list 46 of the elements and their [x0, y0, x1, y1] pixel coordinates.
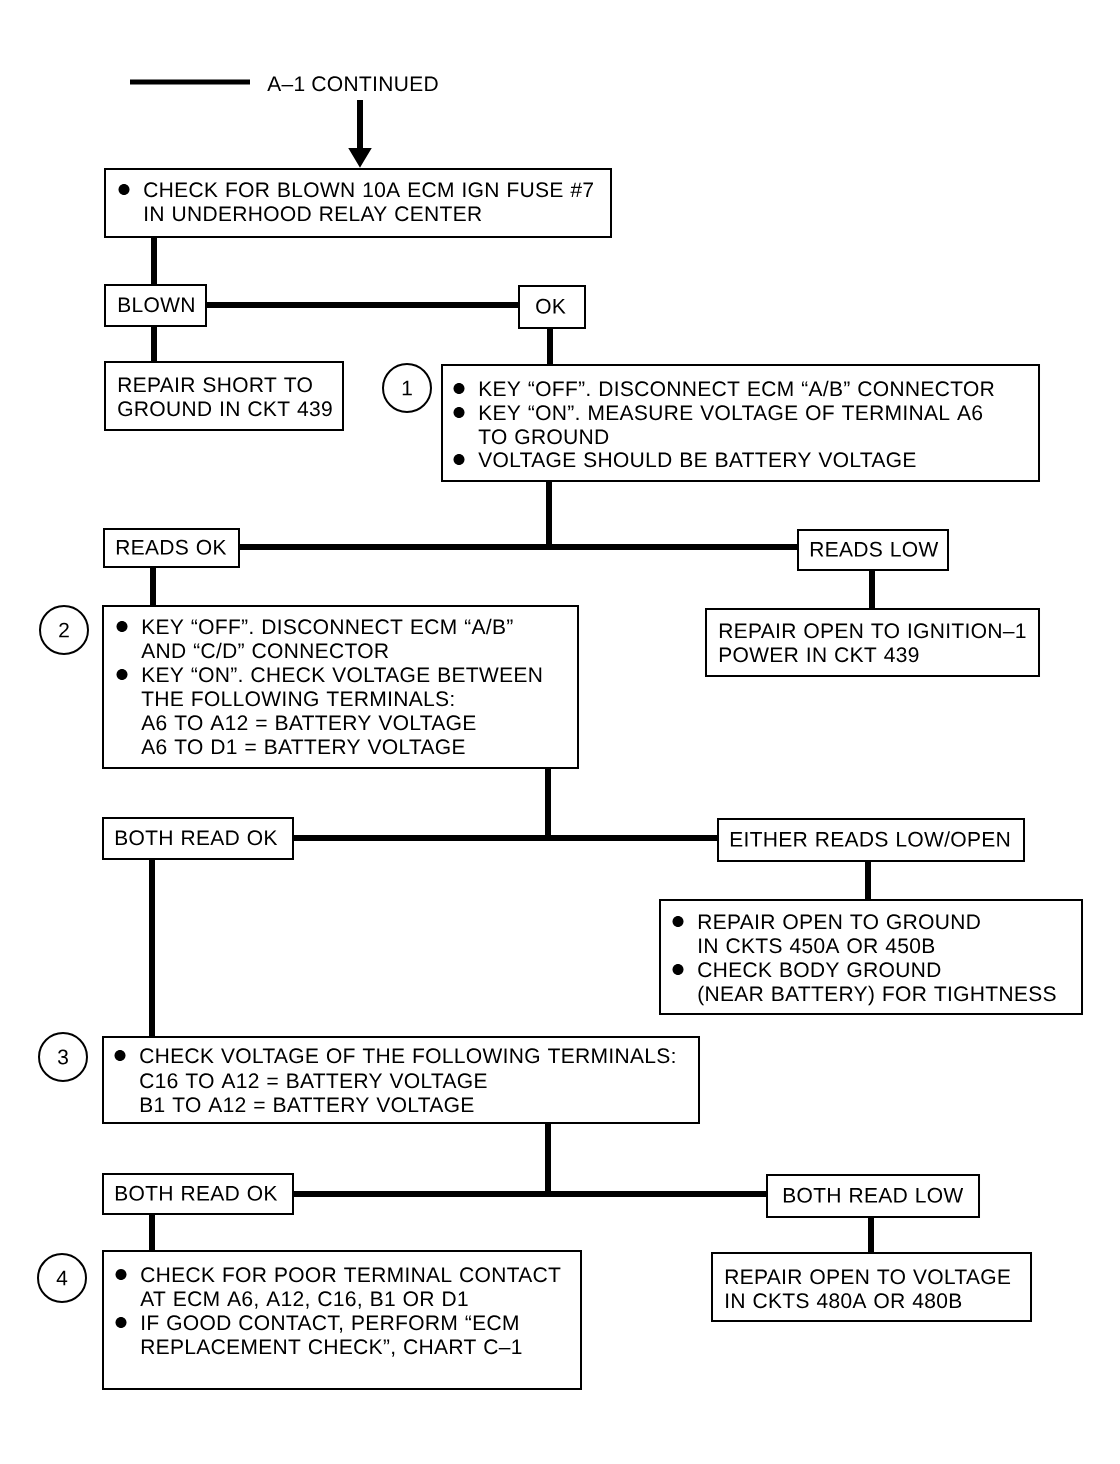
- connector-line: [865, 862, 871, 899]
- connector-line: [294, 766, 717, 841]
- outcome-box: READS OK: [103, 528, 240, 568]
- connector-line: [547, 329, 553, 364]
- connector-line: [149, 1215, 155, 1250]
- outcome-box: BLOWN: [104, 284, 207, 327]
- instruction-text: KEY “OFF”. DISCONNECT ECM “A/B” CONNECTOR: [479, 380, 994, 397]
- connector-line: [149, 860, 155, 1036]
- connector-line: [240, 479, 797, 550]
- instruction-text: CHECK BODY GROUND (NEAR BATTERY) FOR TIGHTNESS: [698, 962, 1056, 1006]
- connector-line: [294, 1121, 766, 1197]
- instruction-text: KEY “ON”. MEASURE VOLTAGE OF TERMINAL A6 TO GROUND: [478, 405, 983, 445]
- connector-line: [868, 1218, 874, 1252]
- instruction-text: REPAIR OPEN TO GROUND IN CKTS 450A OR 450B: [698, 914, 980, 954]
- outcome-box: BOTH READ OK: [102, 817, 294, 860]
- instruction-text: CHECK FOR POOR TERMINAL CONTACT AT ECM A6, A12, C16, B1 OR D1: [140, 1267, 561, 1309]
- connector-line: [150, 568, 156, 605]
- connector-line: [207, 302, 518, 308]
- outcome-box: OK: [518, 285, 586, 329]
- connector-line: [869, 571, 875, 608]
- connector-line: [151, 238, 157, 284]
- instruction-box: [441, 364, 1040, 482]
- instruction-text: KEY “OFF”. DISCONNECT ECM “A/B” AND “C/D” CONNECTOR: [141, 618, 513, 659]
- instruction-text: KEY “ON”. CHECK VOLTAGE BETWEEN THE FOLLOWING TERMINALS:: [141, 667, 542, 707]
- action-box: REPAIR OPEN TO VOLTAGE IN CKTS 480A OR 480B: [711, 1252, 1032, 1322]
- outcome-box: BOTH READ OK: [102, 1173, 294, 1215]
- instruction-box: [659, 899, 1083, 1015]
- instruction-box: [102, 1036, 700, 1124]
- instruction-box: [104, 168, 612, 238]
- outcome-box: EITHER READS LOW/OPEN: [717, 818, 1025, 862]
- instruction-text: CHECK FOR BLOWN 10A ECM IGN FUSE #7 IN UNDERHOOD RELAY CENTER: [144, 182, 593, 222]
- instruction-text: A6 TO A12 = BATTERY VOLTAGE: [141, 715, 476, 731]
- instruction-text: B1 TO A12 = BATTERY VOLTAGE: [140, 1097, 474, 1113]
- outcome-box: READS LOW: [797, 529, 949, 571]
- instruction-text: IF GOOD CONTACT, PERFORM “ECM REPLACEMENT CHECK”, CHART C–1: [141, 1315, 522, 1357]
- instruction-box: [102, 1250, 582, 1390]
- instruction-text: CHECK VOLTAGE OF THE FOLLOWING TERMINALS:: [140, 1048, 675, 1064]
- heading: A–1 CONTINUED: [267, 76, 438, 92]
- action-box: REPAIR OPEN TO IGNITION–1 POWER IN CKT 439: [705, 608, 1040, 677]
- outcome-box: BOTH READ LOW: [766, 1174, 980, 1218]
- action-box: REPAIR SHORT TO GROUND IN CKT 439: [104, 361, 344, 431]
- instruction-box: [102, 605, 579, 769]
- instruction-text: VOLTAGE SHOULD BE BATTERY VOLTAGE: [478, 452, 916, 468]
- instruction-text: A6 TO D1 = BATTERY VOLTAGE: [141, 739, 465, 755]
- instruction-text: C16 TO A12 = BATTERY VOLTAGE: [140, 1073, 487, 1089]
- connector-line: [151, 327, 157, 361]
